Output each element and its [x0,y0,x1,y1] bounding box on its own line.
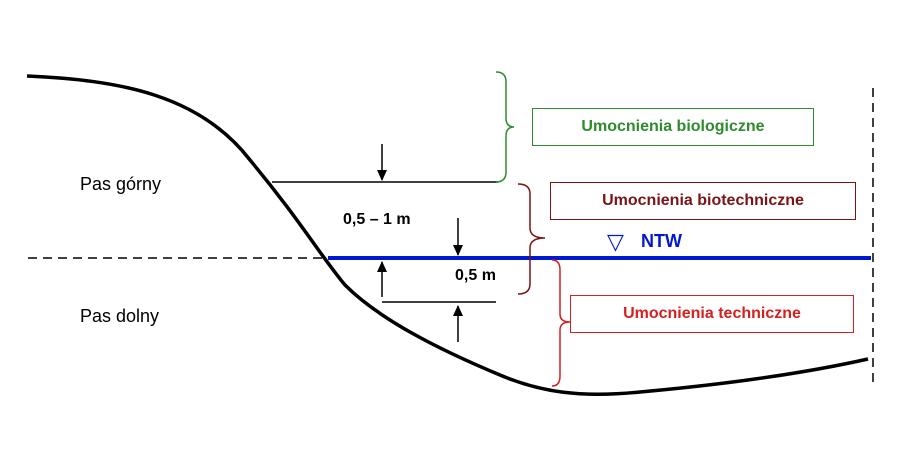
water-level-label: NTW [641,231,682,251]
lower-zone-label: Pas dolny [80,306,160,326]
upper-measure-label: 0,5 – 1 m [343,211,411,228]
brace-biotechnical [517,183,546,295]
brace-biological [495,71,515,183]
lower-measure-label: 0,5 m [455,267,496,284]
biological-reinforcement-box: Umocnienia biologiczne [532,108,814,146]
technical-reinforcement-box: Umocnienia techniczne [570,295,854,333]
brace-technical [551,259,571,387]
dimension-arrow-up-water [377,261,387,297]
bank-profile [26,74,869,396]
dimension-arrow-up-lower [453,305,463,342]
dimension-arrow-down-water [453,218,463,256]
technical-reinforcement-label: Umocnienia techniczne [623,305,801,322]
biotechnical-reinforcement-label: Umocnienia biotechniczne [602,192,804,209]
water-level-triangle-icon: ▽ [607,230,624,255]
biological-reinforcement-label: Umocnienia biologiczne [581,118,765,135]
dimension-arrow-down-upper [377,144,387,181]
biotechnical-reinforcement-box: Umocnienia biotechniczne [550,182,856,220]
upper-zone-label: Pas górny [80,174,162,194]
